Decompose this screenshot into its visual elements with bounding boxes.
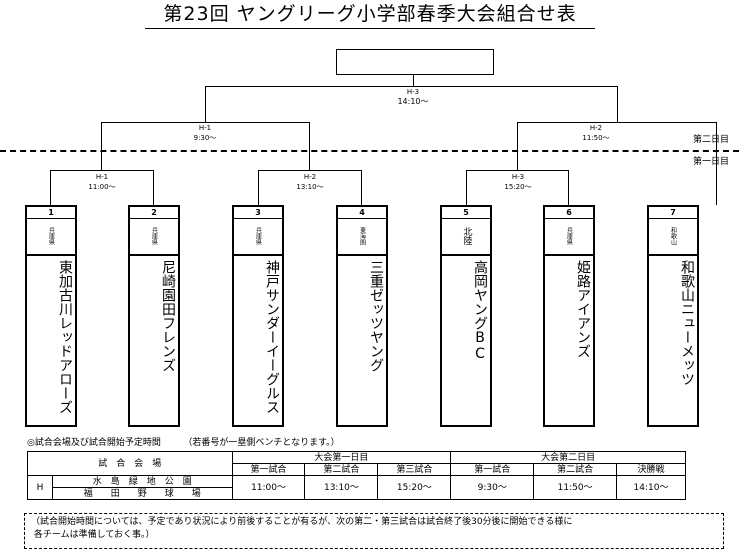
day-divider [0,150,739,152]
venue-note: ◎試合会場及び試合開始予定時間 （若番号が一塁側ベンチとなります。） [27,438,340,448]
r1a-time: 11:00〜 [88,183,116,191]
r1a-drop-2 [153,170,154,205]
semi-right-drop-a [517,122,518,170]
final-bar [205,86,618,87]
final-match-id: H-3 [406,88,420,96]
r1b-drop-4 [361,170,362,205]
team-pref: 兵庫県 [545,218,593,256]
team-number: 2 [130,207,178,219]
team-name: 姫路アイアンズ [575,260,591,358]
team-name: 三重ゼッツヤング [368,260,384,372]
semi-left-bar [101,122,310,123]
venue-line-1: 水 島 緑 地 公 園 [51,475,233,488]
final-stem [413,74,414,86]
team-number: 1 [27,207,75,219]
team-card: 4 東海圏 三重ゼッツヤング [336,205,388,427]
day1-header: 大会第一日目 [231,451,452,464]
team-name: 尼崎園田フレンズ [160,260,176,372]
venue-line-2: 福 田 野 球 場 [51,487,233,500]
day1-game-3: 第三試合 [377,463,452,476]
r1b-bar [258,170,362,171]
r1c-id: H-3 [511,173,525,181]
semi-right-id: H-2 [589,124,603,132]
venue-code: H [27,475,53,500]
day1-label: 第一日目 [693,157,730,167]
team-pref: 兵庫県 [130,218,178,256]
r1c-drop-6 [568,170,569,205]
team-name: 高岡ヤングBC [472,260,488,362]
note-text: （試合開始時間については、予定であり状況により前後することが有るが、次の第二・第… [31,517,573,540]
semi-left-drop-b [309,122,310,170]
team-card: 6 兵庫県 姫路アイアンズ [543,205,595,427]
semi-left-drop-a [101,122,102,170]
team-pref: 和歌山 [649,218,697,256]
day1-time-2: 13:10〜 [304,475,379,500]
note-box: （試合開始時間については、予定であり状況により前後することが有るが、次の第二・第… [24,513,724,549]
r1c-time: 15:20〜 [504,183,532,191]
team-number: 5 [442,207,490,219]
day2-game-3: 決勝戦 [616,463,686,476]
day1-game-2: 第二試合 [304,463,379,476]
team-card: 7 和歌山 和歌山ニューメッツ [647,205,699,427]
team-card: 1 兵庫県 東加古川レッドアローズ [25,205,77,427]
semi-left-id: H-1 [198,124,212,132]
r1b-id: H-2 [303,173,317,181]
title-underline [145,28,595,29]
team-name: 和歌山ニューメッツ [679,260,695,386]
day1-time-3: 15:20〜 [377,475,452,500]
team-card: 3 兵庫県 神戸サンダーイーグルス [232,205,284,427]
r1a-drop-1 [50,170,51,205]
team-card: 2 兵庫県 尼崎園田フレンズ [128,205,180,427]
r1a-bar [50,170,154,171]
title-block: 第23回 ヤングリーグ小学部春季大会組合せ表 [145,2,595,29]
team-number: 6 [545,207,593,219]
team-pref-text: 兵庫県 [254,227,262,245]
team-pref-text: 兵庫県 [565,227,573,245]
team-pref: 兵庫県 [27,218,75,256]
r1b-time: 13:10〜 [296,183,324,191]
day2-header: 大会第二日目 [450,451,686,464]
team-name: 神戸サンダーイーグルス [264,260,280,414]
semi-left-time: 9:30〜 [193,134,217,142]
r1a-id: H-1 [95,173,109,181]
table-row: 試 合 会 場 大会第一日目 大会第二日目 [27,451,686,476]
winner-box [336,49,494,75]
team-pref: 北陸 [442,218,490,256]
team-pref-text: 東海圏 [358,227,366,245]
semi-right-drop-b [716,122,717,205]
team-number: 4 [338,207,386,219]
day2-game-2: 第二試合 [533,463,618,476]
r1c-drop-5 [466,170,467,205]
venue-header: 試 合 会 場 [27,451,233,476]
team-pref-text: 北陸 [461,227,472,245]
team-pref-text: 兵庫県 [47,227,55,245]
team-pref-text: 和歌山 [669,227,677,245]
page-title: 第23回 ヤングリーグ小学部春季大会組合せ表 [163,3,577,25]
day2-time-3: 14:10〜 [616,475,686,500]
team-number: 7 [649,207,697,219]
team-card: 5 北陸 高岡ヤングBC [440,205,492,427]
venue-table: 試 合 会 場 大会第一日目 大会第二日目 第一試合 第二試合 第三試合 第一試… [27,451,686,500]
final-match-time: 14:10〜 [397,97,429,106]
table-row: 第一試合 第二試合 第三試合 第一試合 第二試合 決勝戦 [28,463,686,476]
team-pref: 東海圏 [338,218,386,256]
day1-time-1: 11:00〜 [231,475,306,500]
day2-time-1: 9:30〜 [450,475,535,500]
team-number: 3 [234,207,282,219]
final-right-drop [617,86,618,122]
team-pref-text: 兵庫県 [150,227,158,245]
team-name: 東加古川レッドアローズ [57,260,73,414]
day2-label: 第二日目 [693,135,730,145]
semi-right-bar [517,122,717,123]
semi-right-time: 11:50〜 [582,134,610,142]
team-pref: 兵庫県 [234,218,282,256]
r1b-drop-3 [258,170,259,205]
day2-game-1: 第一試合 [450,463,535,476]
final-left-drop [205,86,206,122]
day2-time-2: 11:50〜 [533,475,618,500]
table-row: H 水 島 緑 地 公 園 11:00〜 13:10〜 15:20〜 9:30〜… [27,475,686,500]
table-row: 福 田 野 球 場 [28,487,686,500]
day1-game-1: 第一試合 [231,463,306,476]
r1c-bar [466,170,569,171]
